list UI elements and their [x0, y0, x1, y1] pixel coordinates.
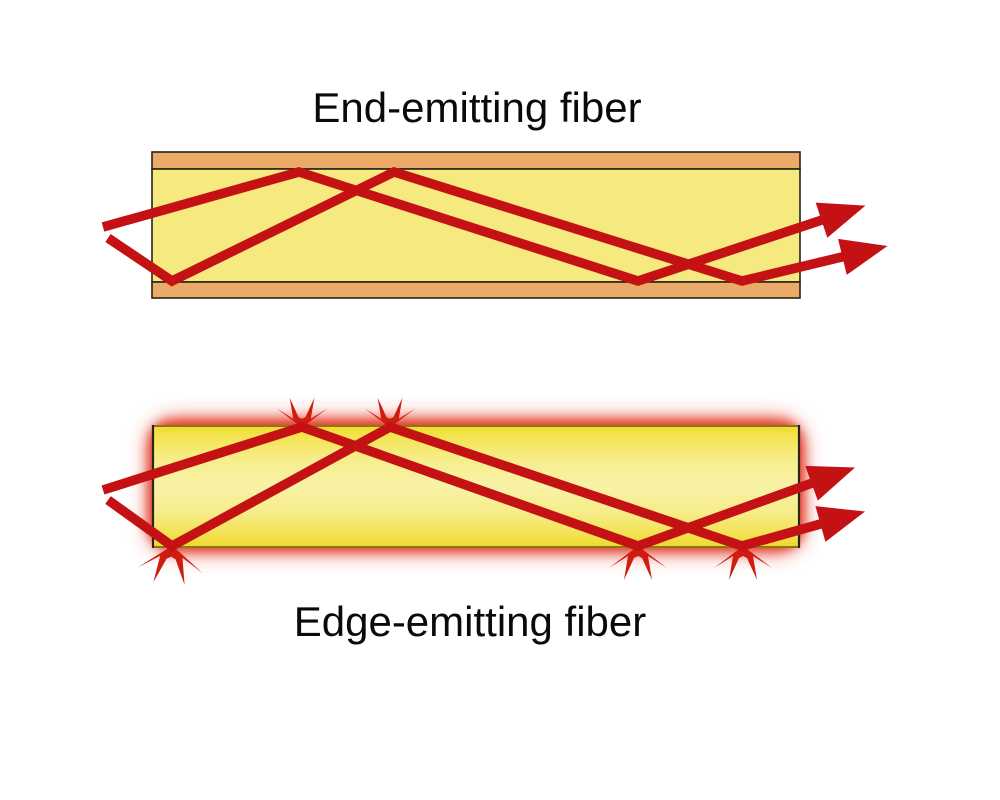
end-emitting-fiber-diagram — [101, 151, 888, 299]
end-fiber-top-cladding — [151, 151, 801, 170]
edge-fiber-light-ray-b — [105, 421, 866, 552]
edge-emitting-fiber-title: Edge-emitting fiber — [294, 598, 647, 645]
scatter-burst-icon — [714, 546, 772, 580]
edge-fiber-light-ray-a — [101, 421, 856, 552]
end-emitting-fiber-title: End-emitting fiber — [312, 84, 641, 131]
end-fiber-light-ray-a — [101, 167, 866, 286]
end-fiber-light-ray-b — [105, 166, 888, 287]
edge-emitting-fiber-diagram — [101, 397, 866, 587]
end-fiber-bottom-cladding — [151, 281, 801, 299]
scatter-burst-icon — [609, 546, 667, 580]
